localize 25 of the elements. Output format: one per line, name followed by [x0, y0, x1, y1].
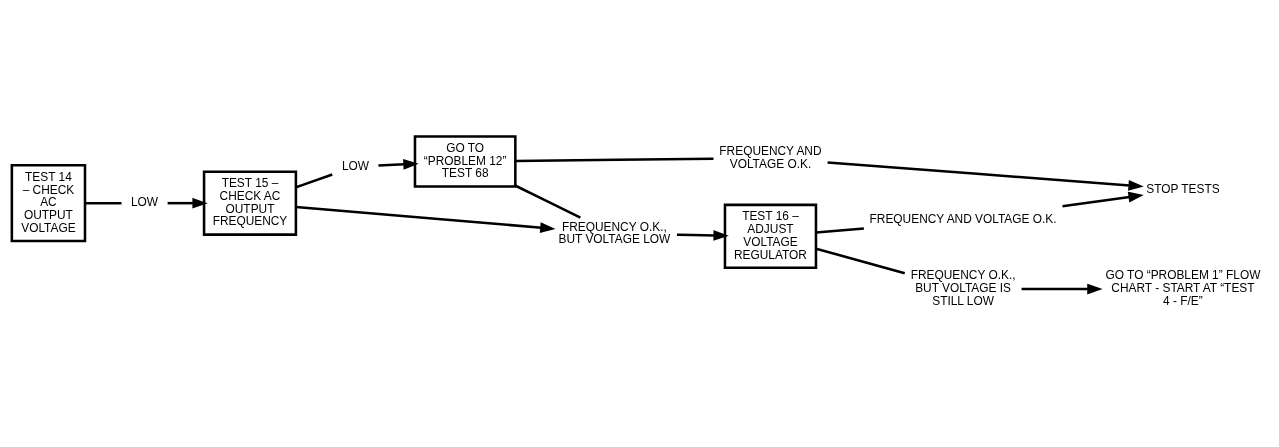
connector [295, 172, 333, 188]
node-box: GO TO “PROBLEM 12” TEST 68 [413, 134, 517, 188]
arrow [1021, 283, 1103, 294]
arrow [167, 197, 208, 209]
node-text: FREQUENCY O.K., BUT VOLTAGE IS STILL LOW [910, 267, 1016, 308]
arrow [676, 229, 729, 241]
arrow [378, 158, 419, 170]
arrow [1062, 191, 1144, 208]
node-text: GO TO “PROBLEM 1” FLOW CHART - START AT “TEST 4 - F/E” [1105, 267, 1261, 308]
node-box: TEST 14 – CHECK AC OUTPUT VOLTAGE [10, 163, 87, 242]
node-text: LOW [130, 194, 159, 209]
node-text: LOW [341, 158, 369, 173]
node-box: TEST 16 – ADJUST VOLTAGE REGULATOR [723, 203, 818, 269]
node-text: FREQUENCY AND VOLTAGE O.K. [869, 211, 1057, 226]
arrow [295, 205, 556, 233]
node-text: FREQUENCY O.K., BUT VOLTAGE LOW [558, 219, 671, 246]
connector [815, 246, 906, 274]
connector [85, 201, 122, 204]
node-text: FREQUENCY AND VOLTAGE O.K. [719, 143, 822, 171]
connector [815, 226, 864, 234]
arrow [827, 160, 1144, 191]
node-text: STOP TESTS [1146, 181, 1220, 196]
connector [515, 184, 581, 219]
connector [515, 156, 714, 162]
node-box: TEST 15 – CHECK AC OUTPUT FREQUENCY [202, 169, 298, 236]
